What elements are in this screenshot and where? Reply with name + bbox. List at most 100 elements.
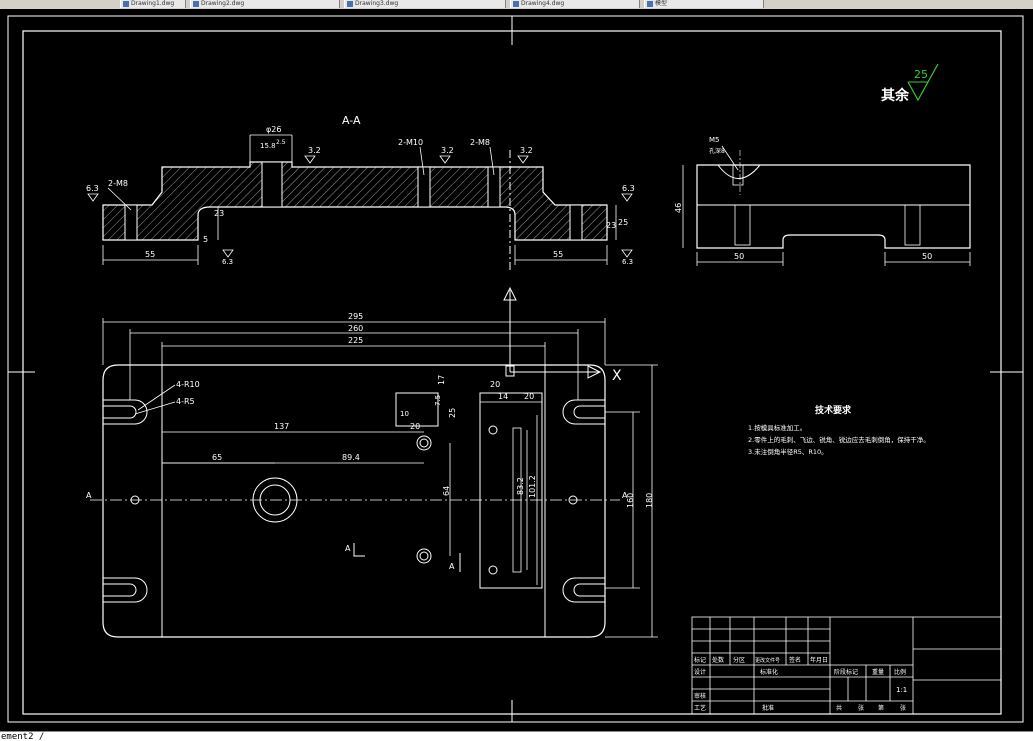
dim-side-left-50: 50 — [734, 252, 744, 261]
roughness-6-3-left: 6.3 — [86, 184, 99, 193]
tb-design: 设计 — [694, 668, 706, 676]
callout-diameter-26: φ26 — [266, 125, 281, 134]
dim-plan-89-4: 89.4 — [342, 453, 360, 462]
locating-pocket — [395, 392, 439, 427]
dim-plan-65: 65 — [212, 453, 222, 462]
callout-2-5: 2.5 — [276, 139, 286, 146]
tab-drawing2[interactable]: Drawing2.dwg — [190, 0, 340, 8]
outer-border — [7, 15, 1024, 723]
tech-req-item-2: 2.零件上的毛刺、飞边、锐角、锐边应去毛刺倒角，保持干净。 — [748, 435, 930, 444]
general-roughness-note: 其余 25 — [881, 63, 939, 104]
side-view-dim-lines — [682, 165, 971, 266]
command-line[interactable]: ement2 / — [0, 731, 1033, 741]
dim-plan-14: 14 — [498, 392, 508, 401]
tech-req-title: 技术要求 — [815, 404, 852, 416]
tab-label: Drawing3.dwg — [355, 0, 399, 7]
dim-plan-225: 225 — [348, 336, 363, 345]
roughness-note-value: 25 — [914, 68, 928, 81]
dim-section-left-55: 55 — [145, 250, 155, 259]
tb-date: 年月日 — [810, 656, 828, 664]
tab-drawing1[interactable]: Drawing1.dwg — [120, 0, 186, 8]
tb-total: 共 — [836, 704, 842, 712]
tb-process: 工艺 — [694, 704, 706, 712]
tb-sheets-a: 张 — [858, 704, 864, 712]
tab-drawing3[interactable]: Drawing3.dwg — [344, 0, 506, 8]
section-mark-a-mid: A — [345, 544, 351, 553]
tech-req-item-3: 3.未注倒角半径R5、R10。 — [748, 447, 828, 456]
callout-m5: M5 — [709, 136, 720, 144]
side-view-outline — [696, 164, 971, 249]
title-block — [691, 616, 1002, 715]
plate-outline — [102, 364, 606, 638]
title-block-text: 标记 处数 分区 更改文件号 签名 年月日 设计 标准化 审核 工艺 批准 阶段… — [694, 656, 907, 712]
side-view-fillet — [717, 164, 761, 179]
plan-view: X 295 260 225 137 65 89.4 20 14 20 — [86, 286, 658, 638]
roughness-3-2-c: 3.2 — [520, 146, 533, 155]
tb-scale-value: 1:1 — [896, 686, 907, 694]
tb-count: 处数 — [712, 656, 724, 664]
dim-plan-17: 17 — [437, 375, 446, 385]
roughness-symbol — [907, 63, 939, 102]
tab-label: Drawing1.dwg — [131, 0, 175, 7]
dim-plan-83-2: 83.2 — [516, 477, 525, 495]
tab-label: 模型 — [655, 0, 668, 7]
tb-approve: 批准 — [762, 704, 774, 712]
section-view: A-A 55 55 5 23 25 23 2-M8 — [86, 114, 635, 270]
leader-line — [107, 187, 132, 211]
callout-hole-depth: 孔深8 — [709, 147, 725, 155]
side-view-holes — [732, 164, 921, 246]
section-dim-lines — [102, 205, 617, 265]
leader-line — [419, 146, 425, 176]
dim-section-5: 5 — [203, 235, 208, 244]
dim-plan-260: 260 — [348, 324, 363, 333]
callout-4-r10: 4-R10 — [176, 380, 200, 389]
section-holes — [124, 161, 583, 241]
dim-plan-160: 160 — [626, 493, 635, 508]
dim-section-right-55: 55 — [553, 250, 563, 259]
dim-plan-25: 25 — [448, 408, 457, 418]
dwg-file-icon — [123, 1, 129, 7]
ucs-icon — [503, 286, 602, 379]
drawing-canvas[interactable]: 其余 25 A-A 55 55 5 — [0, 9, 1033, 731]
tab-drawing4[interactable]: Drawing4.dwg — [510, 0, 640, 8]
technical-requirements: 技术要求 1.按模具标准加工。 2.零件上的毛刺、飞边、锐角、锐边应去毛刺倒角，… — [748, 404, 930, 456]
roughness-note-label: 其余 — [881, 87, 910, 104]
tab-model[interactable]: 模型 — [644, 0, 764, 8]
tb-zone: 分区 — [733, 656, 745, 664]
ucs-x-label: X — [612, 368, 622, 384]
section-dim-lines — [249, 134, 293, 162]
callout-leaders — [134, 384, 176, 415]
roughness-3-2-b: 3.2 — [441, 146, 454, 155]
tb-stage: 阶段标记 — [834, 668, 858, 676]
dim-plan-20b: 20 — [524, 392, 534, 401]
section-title: A-A — [342, 114, 361, 127]
cad-drawing: 其余 25 A-A 55 55 5 — [7, 15, 1024, 723]
clamp-slots — [103, 399, 605, 603]
dwg-file-icon — [347, 1, 353, 7]
callout-15-8: 15.8 — [260, 142, 276, 150]
dim-plan-7-5: 7.5 — [434, 395, 442, 406]
tb-mark: 标记 — [694, 656, 706, 664]
dim-side-height-46: 46 — [674, 203, 683, 213]
dim-section-23: 23 — [214, 209, 224, 218]
roughness-6-3-bottom-right: 6.3 — [622, 258, 633, 266]
dim-plan-101-2: 101.2 — [528, 475, 537, 498]
dim-plan-10: 10 — [400, 410, 409, 418]
tb-weight: 重量 — [872, 668, 884, 676]
command-line-text: ement2 / — [1, 732, 45, 741]
dwg-file-icon — [513, 1, 519, 7]
tb-change-doc: 更改文件号 — [755, 657, 780, 664]
roughness-6-3-right: 6.3 — [622, 184, 635, 193]
section-mark-a-lower: A — [449, 562, 455, 571]
dim-plan-180: 180 — [645, 493, 654, 508]
dwg-file-icon — [193, 1, 199, 7]
tb-sheets-b: 张 — [900, 704, 906, 712]
roughness-marks — [87, 155, 633, 258]
leader-line — [721, 145, 739, 171]
callout-4-r5: 4-R5 — [176, 397, 195, 406]
plan-dim-lines — [102, 318, 658, 638]
callout-2-m10: 2-M10 — [398, 138, 423, 147]
tb-standardize: 标准化 — [760, 668, 778, 676]
dim-section-23b: 23 — [606, 221, 616, 230]
dim-plan-64: 64 — [442, 486, 451, 496]
